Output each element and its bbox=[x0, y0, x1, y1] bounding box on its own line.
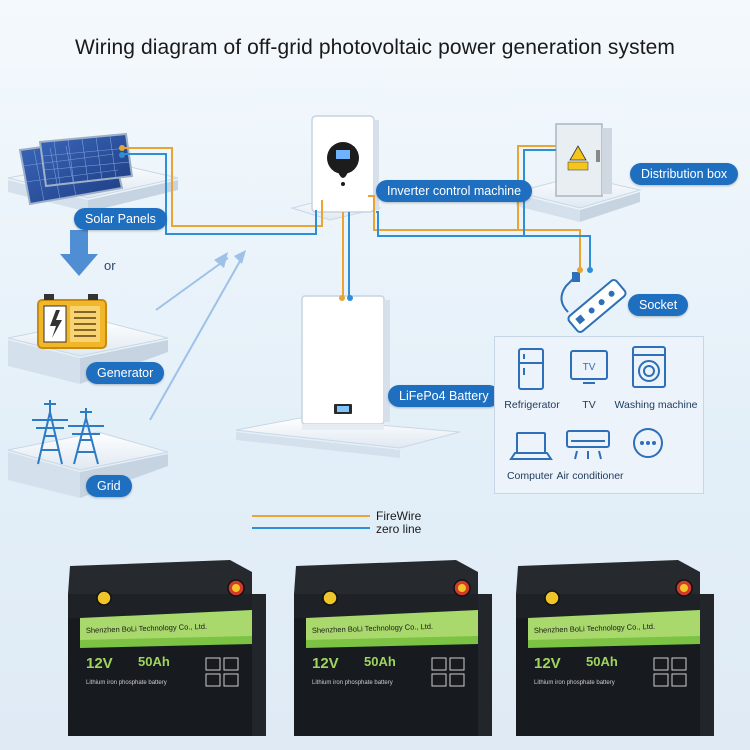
power-grid-icon bbox=[32, 400, 104, 465]
grid-label: Grid bbox=[86, 475, 132, 497]
appliance-label: Refrigerator bbox=[504, 399, 560, 411]
distribution-box-label: Distribution box bbox=[630, 163, 739, 185]
tv-icon: TV bbox=[570, 350, 608, 384]
washing-machine-icon bbox=[632, 346, 666, 388]
battery-2-type: Lithium iron phosphate battery bbox=[312, 680, 393, 686]
wire-terminals bbox=[119, 145, 593, 301]
socket-icon bbox=[560, 272, 627, 333]
more-icon bbox=[633, 428, 663, 458]
page-title: Wiring diagram of off-grid photovoltaic … bbox=[74, 36, 676, 59]
battery-3-voltage: 12V bbox=[534, 655, 561, 672]
legend-zero-line-label: zero line bbox=[376, 522, 422, 536]
appliances-panel: TV Refrigerator TV Washing machine bbox=[494, 336, 704, 494]
generator-icon bbox=[37, 294, 107, 349]
solar-panels-label: Solar Panels bbox=[74, 208, 167, 230]
battery-1-company: Shenzhen BoLi Technology Co., Ltd. bbox=[86, 622, 207, 635]
feed-arrows bbox=[149, 253, 245, 421]
battery-2-company: Shenzhen BoLi Technology Co., Ltd. bbox=[312, 622, 433, 635]
appliance-label: TV bbox=[582, 399, 596, 411]
air-conditioner-icon bbox=[566, 430, 610, 460]
zero-line-lines bbox=[122, 149, 591, 300]
inverter-icon bbox=[311, 115, 379, 213]
battery-label: LiFePo4 Battery bbox=[388, 385, 500, 407]
or-label: or bbox=[104, 258, 116, 273]
arrow-down-icon bbox=[60, 230, 98, 276]
battery-3-capacity: 50Ah bbox=[586, 654, 618, 669]
battery-product-1 bbox=[68, 560, 266, 736]
battery-product-2 bbox=[294, 560, 492, 736]
distribution-box-icon bbox=[555, 123, 612, 197]
computer-icon bbox=[509, 432, 553, 460]
battery-3-type: Lithium iron phosphate battery bbox=[534, 680, 615, 686]
battery-1-capacity: 50Ah bbox=[138, 654, 170, 669]
solar-panels-icon bbox=[18, 132, 134, 206]
socket-label: Socket bbox=[628, 294, 689, 316]
appliance-label: Air conditioner bbox=[556, 470, 624, 482]
legend-swatches bbox=[252, 515, 370, 529]
appliance-label: Washing machine bbox=[614, 399, 698, 411]
refrigerator-icon bbox=[518, 348, 544, 390]
battery-1-type: Lithium iron phosphate battery bbox=[86, 680, 167, 686]
generator-label: Generator bbox=[86, 362, 165, 384]
battery-products bbox=[68, 560, 714, 736]
lifepo4-battery-icon bbox=[301, 295, 390, 430]
inverter-label: Inverter control machine bbox=[376, 180, 533, 202]
battery-product-3 bbox=[516, 560, 714, 736]
legend-firewire-label: FireWire bbox=[376, 509, 422, 523]
firewire-lines bbox=[122, 145, 581, 300]
battery-2-voltage: 12V bbox=[312, 655, 339, 672]
tv-screen-label: TV bbox=[583, 362, 596, 373]
battery-text: Shenzhen BoLi Technology Co., Ltd. 12V 5… bbox=[86, 622, 655, 686]
battery-1-voltage: 12V bbox=[86, 655, 113, 672]
battery-2-capacity: 50Ah bbox=[364, 654, 396, 669]
appliance-label: Computer bbox=[506, 470, 554, 482]
battery-3-company: Shenzhen BoLi Technology Co., Ltd. bbox=[534, 622, 655, 635]
